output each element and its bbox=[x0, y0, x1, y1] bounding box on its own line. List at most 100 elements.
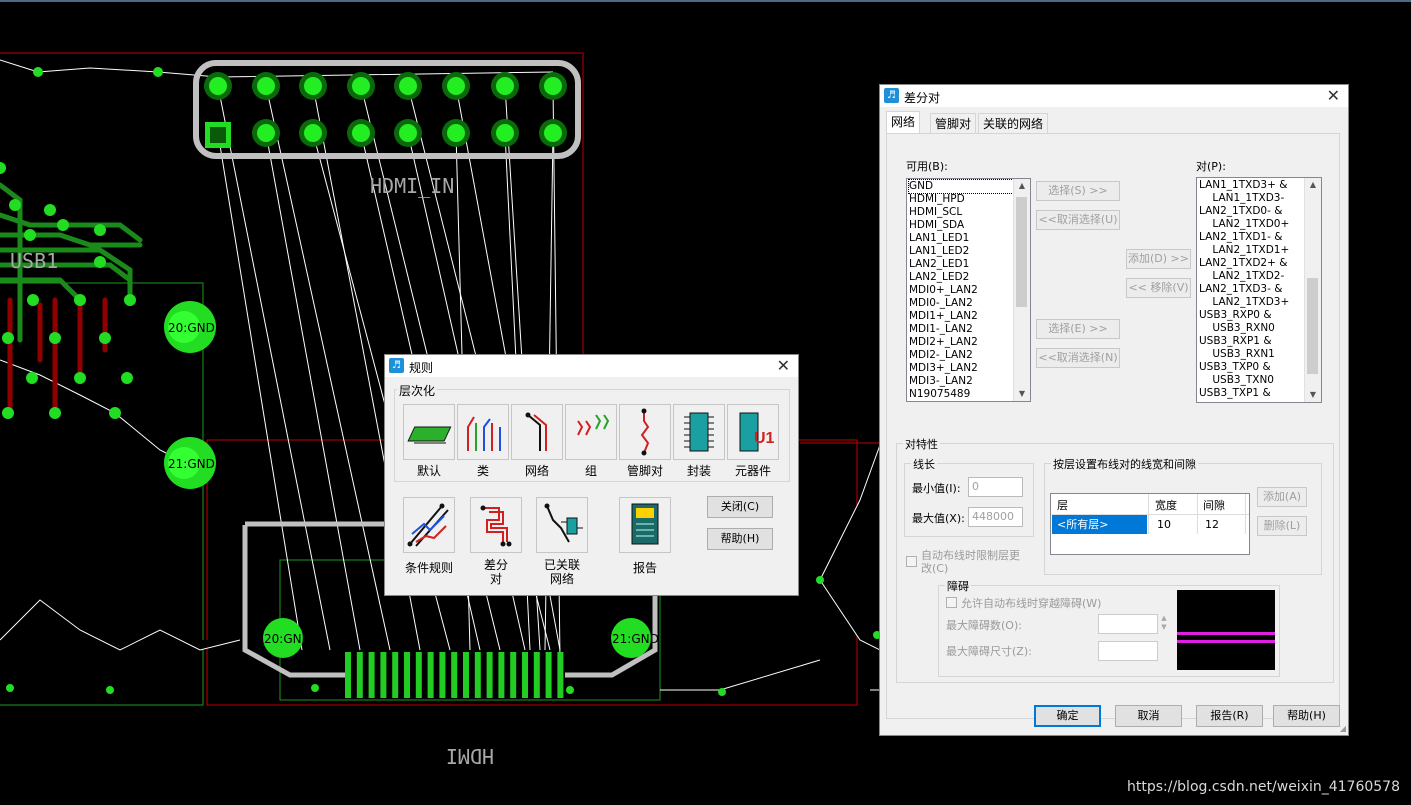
hdmi-finger-pad[interactable] bbox=[545, 652, 552, 698]
diffpair-titlebar[interactable]: ♬ 差分对 ✕ bbox=[880, 85, 1348, 107]
tab-associated-nets[interactable]: 关联的网络 bbox=[978, 113, 1049, 134]
scroll-down-icon[interactable]: ▼ bbox=[1309, 390, 1317, 399]
pair-item[interactable]: USB3_RXN0 bbox=[1199, 322, 1275, 334]
pairs-scrollbar[interactable]: ▲ ▼ bbox=[1304, 178, 1321, 402]
cancel-button[interactable]: 取消 bbox=[1115, 705, 1182, 727]
rules-pinpair-button[interactable] bbox=[619, 404, 671, 460]
close-icon[interactable]: ✕ bbox=[776, 356, 790, 375]
pair-item[interactable]: USB3_TXN0 bbox=[1199, 374, 1274, 386]
available-net-item[interactable]: HDMI_HPD bbox=[909, 193, 965, 205]
pair-item[interactable]: USB3_TXP0 & bbox=[1199, 361, 1271, 373]
max-obstacle-size-input[interactable] bbox=[1098, 641, 1158, 661]
layer-cell[interactable]: <所有层> bbox=[1052, 515, 1147, 534]
remove-pair-button[interactable]: << 移除(V) bbox=[1126, 278, 1191, 298]
ok-button[interactable]: 确定 bbox=[1034, 705, 1101, 727]
hdmi-finger-pad[interactable] bbox=[557, 652, 564, 698]
rules-group-button[interactable] bbox=[565, 404, 617, 460]
hdmi-finger-pad[interactable] bbox=[392, 652, 399, 698]
pair-item[interactable]: LAN2_1TXD1+ bbox=[1199, 244, 1290, 256]
pair-item[interactable]: USB3_TXP1 & bbox=[1199, 387, 1271, 399]
rules-net-button[interactable] bbox=[511, 404, 563, 460]
select-button[interactable]: 选择(S) >> bbox=[1036, 181, 1120, 201]
max-obstacles-spinner[interactable]: ▲▼ bbox=[1161, 614, 1167, 631]
scroll-thumb[interactable] bbox=[1307, 278, 1318, 374]
available-net-item[interactable]: MDI3-_LAN2 bbox=[909, 375, 973, 387]
hdmi-finger-pad[interactable] bbox=[380, 652, 387, 698]
hdmi-finger-pad[interactable] bbox=[356, 652, 363, 698]
available-scrollbar[interactable]: ▲ ▼ bbox=[1013, 179, 1030, 401]
hdmi-finger-pad[interactable] bbox=[463, 652, 469, 698]
hdmi-finger-pad[interactable] bbox=[451, 652, 458, 698]
hdmi-finger-pad[interactable] bbox=[404, 652, 410, 698]
rules-class-button[interactable] bbox=[457, 404, 509, 460]
scroll-down-icon[interactable]: ▼ bbox=[1018, 389, 1026, 398]
available-net-item[interactable]: HDMI_SCL bbox=[909, 206, 963, 218]
deselect-pair-button[interactable]: <<取消选择(N) bbox=[1036, 348, 1120, 368]
rules-package-button[interactable] bbox=[673, 404, 725, 460]
pair-item[interactable]: LAN1_1TXD3+ & bbox=[1199, 179, 1288, 191]
available-net-item[interactable]: LAN2_LED1 bbox=[909, 258, 970, 270]
table-row[interactable]: <所有层> 10 12 bbox=[1051, 515, 1249, 534]
hdmi-finger-pad[interactable] bbox=[439, 652, 446, 698]
rules-default-button[interactable] bbox=[403, 404, 455, 460]
pair-item[interactable]: USB3_RXN1 bbox=[1199, 348, 1275, 360]
available-net-item[interactable]: GND bbox=[908, 179, 1014, 194]
available-net-item[interactable]: LAN1_LED2 bbox=[909, 245, 970, 257]
hdmi-finger-pad[interactable] bbox=[522, 652, 528, 698]
conditional-rules-button[interactable] bbox=[403, 497, 455, 553]
available-net-item[interactable]: MDI0+_LAN2 bbox=[909, 284, 978, 296]
scroll-up-icon[interactable]: ▲ bbox=[1309, 180, 1317, 189]
hdmi-finger-pad[interactable] bbox=[486, 652, 493, 698]
rules-titlebar[interactable]: ♬ 规则 ✕ bbox=[385, 355, 798, 377]
available-net-item[interactable]: LAN2_LED2 bbox=[909, 271, 970, 283]
delete-layer-button[interactable]: 删除(L) bbox=[1257, 516, 1307, 536]
pair-item[interactable]: USB3_RXP1 & bbox=[1199, 335, 1272, 347]
max-length-input[interactable]: 448000 bbox=[968, 507, 1023, 527]
max-obstacles-input[interactable] bbox=[1098, 614, 1158, 634]
pair-item[interactable]: LAN2_1TXD2+ & bbox=[1199, 257, 1288, 269]
pair-item[interactable]: LAN2_1TXD0+ bbox=[1199, 218, 1290, 230]
scroll-up-icon[interactable]: ▲ bbox=[1018, 181, 1026, 190]
hdmi-finger-pad[interactable] bbox=[533, 652, 540, 698]
pair-item[interactable]: USB3_RXP0 & bbox=[1199, 309, 1272, 321]
add-layer-button[interactable]: 添加(A) bbox=[1257, 487, 1307, 507]
available-net-item[interactable]: MDI0-_LAN2 bbox=[909, 297, 973, 309]
pair-item[interactable]: LAN2_1TXD3+ bbox=[1199, 296, 1290, 308]
hdmi-finger-pad[interactable] bbox=[345, 652, 351, 698]
min-length-input[interactable]: 0 bbox=[968, 477, 1023, 497]
available-net-item[interactable]: N19075489 bbox=[909, 388, 971, 400]
available-net-item[interactable]: MDI3+_LAN2 bbox=[909, 362, 978, 374]
available-net-item[interactable]: HDMI_SDA bbox=[909, 219, 965, 231]
rules-close-button[interactable]: 关闭(C) bbox=[707, 496, 773, 518]
deselect-button[interactable]: <<取消选择(U) bbox=[1036, 210, 1120, 230]
pair-item[interactable]: LAN2_1TXD1- & bbox=[1199, 231, 1283, 243]
add-pair-button[interactable]: 添加(D) >> bbox=[1126, 249, 1191, 269]
close-icon[interactable]: ✕ bbox=[1326, 86, 1340, 105]
help-button[interactable]: 帮助(H) bbox=[1273, 705, 1340, 727]
layer-table[interactable]: 层 宽度 间隙 <所有层> 10 12 bbox=[1050, 493, 1250, 555]
rules-help-button[interactable]: 帮助(H) bbox=[707, 528, 773, 550]
hdmi-finger-pad[interactable] bbox=[498, 652, 505, 698]
tab-pinpairs[interactable]: 管脚对 bbox=[930, 113, 977, 134]
report-button[interactable]: 报告(R) bbox=[1196, 705, 1263, 727]
hdmi-finger-pad[interactable] bbox=[474, 652, 481, 698]
hdmi-finger-pad[interactable] bbox=[510, 652, 517, 698]
diffpair-button[interactable] bbox=[470, 497, 522, 553]
associated-nets-button[interactable] bbox=[536, 497, 588, 553]
available-net-item[interactable]: MDI1-_LAN2 bbox=[909, 323, 973, 335]
width-cell[interactable]: 10 bbox=[1157, 518, 1171, 531]
hdmi-finger-pad[interactable] bbox=[427, 652, 434, 698]
gap-cell[interactable]: 12 bbox=[1205, 518, 1219, 531]
hdmi-finger-pad[interactable] bbox=[368, 652, 375, 698]
autoroute-layer-checkbox[interactable] bbox=[906, 556, 917, 567]
pair-item[interactable]: LAN2_1TXD0- & bbox=[1199, 205, 1283, 217]
available-net-item[interactable]: MDI2-_LAN2 bbox=[909, 349, 973, 361]
report-button[interactable] bbox=[619, 497, 671, 553]
available-net-item[interactable]: MDI1+_LAN2 bbox=[909, 310, 978, 322]
pair-item[interactable]: LAN1_1TXD3- bbox=[1199, 192, 1285, 204]
select-pair-button[interactable]: 选择(E) >> bbox=[1036, 319, 1120, 339]
available-net-item[interactable]: LAN1_LED1 bbox=[909, 232, 970, 244]
resize-grip-icon[interactable]: ◢ bbox=[1339, 724, 1346, 733]
hdmi-finger-pad[interactable] bbox=[415, 652, 422, 698]
